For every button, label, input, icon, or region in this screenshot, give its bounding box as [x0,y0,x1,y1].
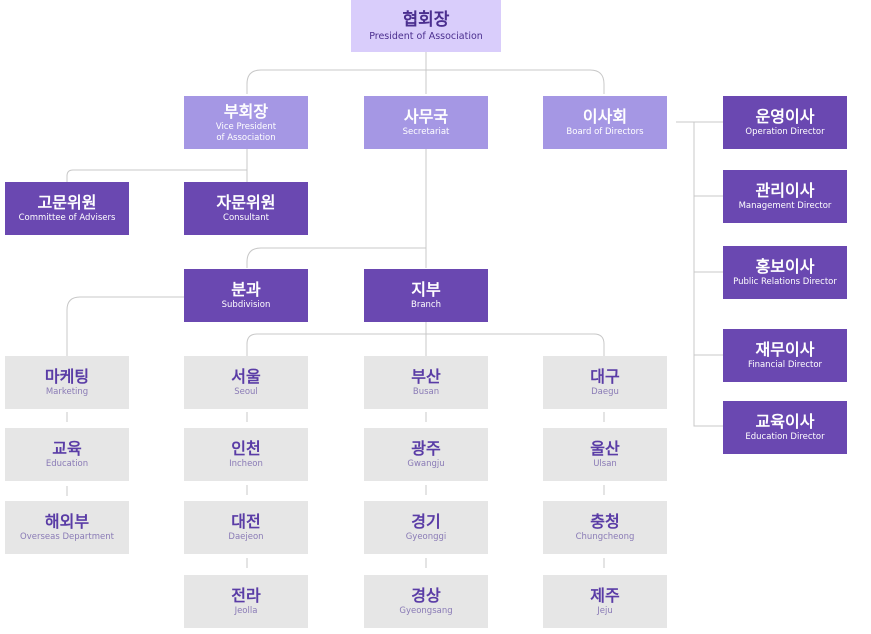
branch-chungcheong[interactable]: 충청 Chungcheong [543,501,667,554]
director-subtitle: Public Relations Director [733,277,837,287]
consultant-title: 자문위원 [216,193,276,212]
branch-subtitle: Branch [411,300,441,310]
subdivision-overseas[interactable]: 해외부 Overseas Department [5,501,129,554]
leaf-title: 경기 [411,512,441,531]
vice-president-subtitle: Vice President of Association [215,121,277,143]
advisers-title: 고문위원 [37,193,97,212]
director-public-relations[interactable]: 홍보이사 Public Relations Director [723,246,847,299]
leaf-subtitle: Gyeonggi [405,532,447,542]
branch-incheon[interactable]: 인천 Incheon [184,428,308,481]
branch-ulsan[interactable]: 울산 Ulsan [543,428,667,481]
leaf-subtitle: Jeolla [234,606,258,616]
secretariat-subtitle: Secretariat [402,127,450,137]
consultant-box[interactable]: 자문위원 Consultant [184,182,308,235]
connector-vp-bus [66,148,248,182]
board-subtitle: Board of Directors [566,127,644,137]
president-box[interactable]: 협회장 President of Association [351,0,501,52]
leaf-subtitle: Chungcheong [575,532,635,542]
leaf-subtitle: Education [45,459,89,469]
leaf-subtitle: Jeju [597,606,613,616]
director-subtitle: Financial Director [747,360,823,370]
connector-board-bracket [676,121,723,427]
branch-jeju[interactable]: 제주 Jeju [543,575,667,628]
board-box[interactable]: 이사회 Board of Directors [543,96,667,149]
subdivision-marketing[interactable]: 마케팅 Marketing [5,356,129,409]
subdivision-box[interactable]: 분과 Subdivision [184,269,308,322]
leaf-title: 울산 [590,439,620,458]
leaf-subtitle: Seoul [234,387,258,397]
leaf-title: 제주 [590,586,620,605]
branch-title: 지부 [411,280,441,299]
director-subtitle: Education Director [745,432,825,442]
subdivision-education[interactable]: 교육 Education [5,428,129,481]
leaf-title: 서울 [231,367,261,386]
leaf-title: 교육 [52,439,82,458]
secretariat-box[interactable]: 사무국 Secretariat [364,96,488,149]
director-financial[interactable]: 재무이사 Financial Director [723,329,847,382]
leaf-subtitle: Marketing [45,387,89,397]
vice-president-title: 부회장 [223,101,269,121]
branch-gwangju[interactable]: 광주 Gwangju [364,428,488,481]
director-subtitle: Operation Director [745,127,825,137]
director-title: 관리이사 [755,181,815,200]
branch-busan[interactable]: 부산 Busan [364,356,488,409]
consultant-subtitle: Consultant [223,213,269,223]
leaf-title: 광주 [411,439,441,458]
leaf-subtitle: Daejeon [228,532,264,542]
subdivision-title: 분과 [231,280,261,299]
advisers-box[interactable]: 고문위원 Committee of Advisers [5,182,129,235]
leaf-title: 경상 [411,586,441,605]
branch-seoul[interactable]: 서울 Seoul [184,356,308,409]
branch-jeolla[interactable]: 전라 Jeolla [184,575,308,628]
board-title: 이사회 [582,107,628,126]
president-subtitle: President of Association [369,30,483,42]
leaf-title: 인천 [231,439,261,458]
director-subtitle: Management Director [738,201,832,211]
leaf-subtitle: Busan [412,387,440,397]
leaf-title: 마케팅 [44,367,90,386]
advisers-subtitle: Committee of Advisers [18,213,116,223]
branch-daejeon[interactable]: 대전 Daejeon [184,501,308,554]
leaf-title: 해외부 [44,512,90,531]
director-title: 운영이사 [755,107,815,126]
director-education[interactable]: 교육이사 Education Director [723,401,847,454]
leaf-subtitle: Ulsan [593,459,617,469]
leaf-subtitle: Gyeongsang [399,606,453,616]
director-management[interactable]: 관리이사 Management Director [723,170,847,223]
branch-daegu[interactable]: 대구 Daegu [543,356,667,409]
vice-president-box[interactable]: 부회장 Vice President of Association [184,96,308,149]
leaf-subtitle: Overseas Department [20,532,114,542]
leaf-subtitle: Gwangju [407,459,445,469]
connector-mid-bus [246,247,427,268]
director-title: 홍보이사 [755,257,815,276]
leaf-title: 대전 [231,512,261,531]
secretariat-title: 사무국 [403,107,449,126]
branch-gyeongsang[interactable]: 경상 Gyeongsang [364,575,488,628]
branch-gyeonggi[interactable]: 경기 Gyeonggi [364,501,488,554]
leaf-title: 대구 [590,367,620,386]
subdivision-subtitle: Subdivision [221,300,271,310]
president-title: 협회장 [402,9,450,30]
leaf-subtitle: Daegu [591,387,619,397]
leaf-title: 부산 [411,367,441,386]
branch-box[interactable]: 지부 Branch [364,269,488,322]
leaf-title: 충청 [590,512,620,531]
director-title: 교육이사 [755,412,815,431]
leaf-subtitle: Incheon [229,459,263,469]
director-title: 재무이사 [755,340,815,359]
leaf-title: 전라 [231,586,261,605]
connector-subdivision-branch [66,296,184,356]
director-operation[interactable]: 운영이사 Operation Director [723,96,847,149]
